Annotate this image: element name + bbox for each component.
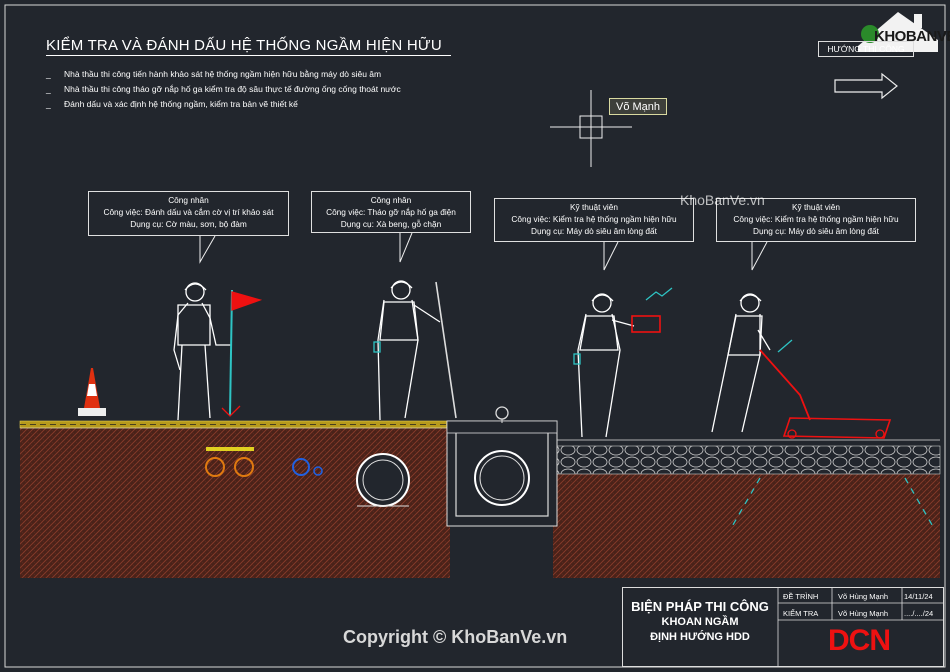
crosshair-marker (550, 90, 632, 167)
callout-worker-flag: Công nhân Công việc: Đánh dấu và cắm cờ … (88, 191, 289, 236)
callout-technician-1: Kỹ thuật viên Công việc: Kiểm tra hệ thố… (494, 198, 694, 242)
khobanve-logo-icon (858, 12, 938, 52)
note-item: _Nhà thầu thi công tiến hành khảo sát hệ… (46, 69, 382, 79)
note-item: _Nhà thầu thi công tháo gỡ nắp hố ga kiể… (46, 84, 401, 94)
direction-label: HƯỚNG THI CÔNG (818, 41, 914, 57)
page-title: KIỂM TRA VÀ ĐÁNH DẤU HỆ THỐNG NGẦM HIỆN … (46, 37, 442, 54)
worker-flag-figure (173, 282, 263, 421)
manhole-chamber (446, 406, 558, 527)
drawing-border (4, 4, 946, 668)
underground-pipes (205, 447, 410, 507)
callout-task: Công việc: Tháo gỡ nắp hố ga điện (326, 207, 456, 217)
notes-list: _Nhà thầu thi công tiến hành khảo sát hệ… (46, 67, 401, 112)
worker-crowbar-figure (373, 280, 457, 421)
technician-detector-figure (573, 287, 673, 438)
name-tag: Võ Mạnh (609, 98, 667, 115)
copyright-watermark: Copyright © KhoBanVe.vn (343, 627, 568, 647)
soil-layer-right (553, 474, 940, 578)
callout-tool: Dụng cụ: Máy dò siêu âm lòng đất (531, 226, 657, 236)
row-name: Võ Hùng Mạnh (838, 592, 889, 601)
row-name: Võ Hùng Mạnh (838, 609, 889, 618)
callout-role: Kỹ thuật viên (570, 202, 618, 212)
callout-tool: Dụng cụ: Xà beng, gỗ chặn (340, 219, 442, 229)
callout-role: Công nhân (168, 195, 209, 205)
row-date: ..../..../24 (904, 609, 934, 618)
callout-task: Công việc: Đánh dấu và cắm cờ vị trí khả… (103, 207, 274, 217)
callout-role: Kỹ thuật viên (792, 202, 840, 212)
title-block-heading: BIỆN PHÁP THI CÔNG KHOAN NGẦM ĐỊNH HƯỚNG… (631, 599, 769, 643)
technician-radar-figure (711, 293, 936, 531)
callout-tool: Dụng cụ: Máy dò siêu âm lòng đất (753, 226, 879, 236)
watermark-text: KhoBanVe.vn (680, 192, 765, 208)
gravel-layer (552, 445, 941, 475)
callout-task: Công việc: Kiểm tra hệ thống ngầm hiện h… (733, 214, 899, 224)
callout-task: Công việc: Kiểm tra hệ thống ngầm hiện h… (511, 214, 677, 224)
row-label: ĐỀ TRÌNH (783, 592, 819, 601)
traffic-cone-icon (78, 368, 106, 416)
callout-technician-2: Kỹ thuật viên Công việc: Kiểm tra hệ thố… (716, 198, 916, 242)
title-block (622, 587, 944, 667)
callout-role: Công nhân (370, 195, 412, 205)
row-label: KIỂM TRA (783, 609, 819, 618)
dcn-logo: DCN (828, 624, 891, 657)
title-underline (46, 55, 451, 56)
callout-worker-crowbar: Công nhân Công việc: Tháo gỡ nắp hố ga đ… (311, 191, 471, 233)
callout-tool: Dụng cụ: Cờ màu, sơn, bộ đàm (130, 219, 247, 229)
row-date: 14/11/24 (904, 592, 933, 601)
direction-arrow-icon (834, 72, 898, 100)
logo-text: KHOBANVE (874, 28, 950, 45)
note-item: _Đánh dấu và xác định hệ thống ngầm, kiể… (46, 99, 298, 109)
